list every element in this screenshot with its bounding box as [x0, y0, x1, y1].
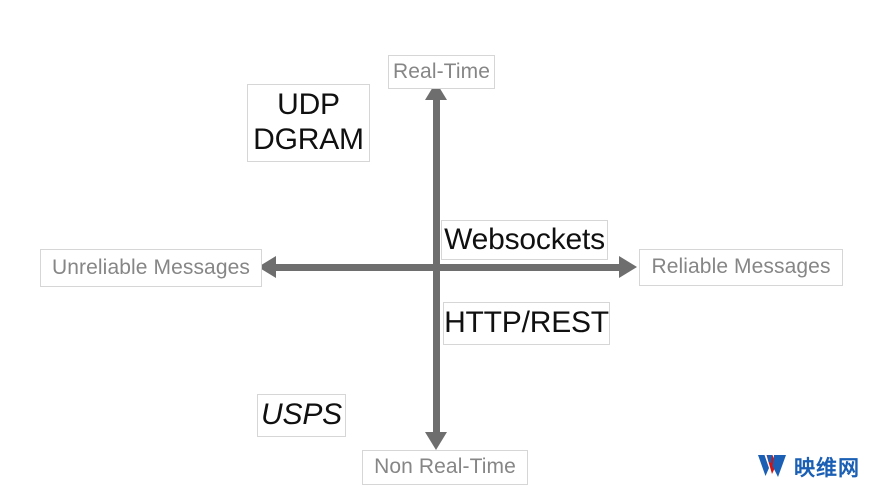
node-udp-dgram-line2: DGRAM — [253, 123, 364, 156]
arrow-right-icon — [619, 256, 637, 278]
node-http-rest: HTTP/REST — [443, 302, 610, 345]
node-udp-dgram-line1: UDP — [277, 88, 340, 122]
arrow-down-icon — [425, 432, 447, 450]
horizontal-axis-line — [270, 264, 625, 271]
axis-label-real-time: Real-Time — [388, 55, 495, 89]
axis-label-reliable-messages: Reliable Messages — [639, 249, 843, 286]
axis-label-unreliable-messages: Unreliable Messages — [40, 249, 262, 287]
node-usps: USPS — [257, 394, 346, 437]
axis-label-non-real-time: Non Real-Time — [362, 450, 528, 485]
watermark-logo-icon — [758, 455, 786, 477]
watermark-text: 映维网 — [794, 456, 860, 480]
arrow-left-icon — [258, 256, 276, 278]
node-websockets: Websockets — [441, 220, 608, 260]
watermark: 映维网 — [757, 452, 860, 482]
node-udp-dgram: UDP DGRAM — [247, 84, 370, 162]
